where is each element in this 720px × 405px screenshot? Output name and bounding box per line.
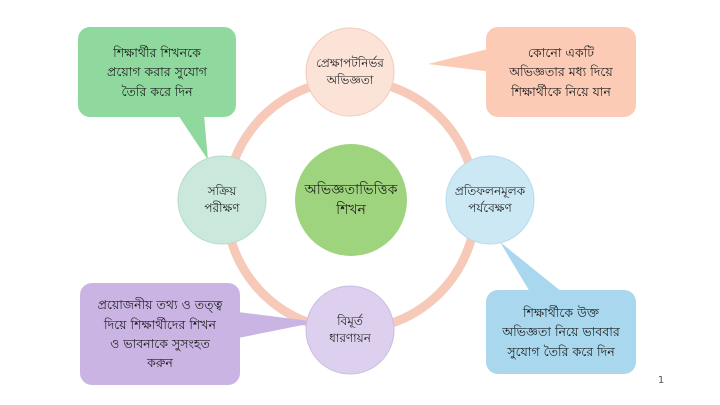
page-mark: 1 [657, 374, 665, 386]
node-bottom-circle [305, 285, 395, 375]
callout-top-right-text: কোনো একটি অভিজ্ঞতার মধ্য দিয়ে শিক্ষার্থ… [509, 44, 613, 99]
node-left-label: সক্রিয় পরীক্ষণ [204, 183, 240, 215]
callout-bottom-left-bubble [80, 283, 318, 385]
node-left-circle [177, 155, 267, 245]
center-circle [295, 144, 407, 256]
callout-top-left-text: শিক্ষার্থীর শিখনকে প্রয়োগ করার সুযোগ তৈ… [107, 44, 207, 99]
callout-top-right-bubble [428, 27, 636, 117]
node-top-circle [305, 27, 395, 117]
center-label: অভিজ্ঞতাভিত্তিক শিখন [304, 181, 398, 218]
callout-bottom-right-text: শিক্ষার্থীকে উক্ত অভিজ্ঞতা নিয়ে ভাববার … [502, 304, 620, 359]
node-right-label: প্রতিফলনমূলক পর্যবেক্ষণ [454, 183, 526, 215]
node-bottom-label: বিমূর্ত ধারণায়ন [329, 313, 371, 345]
callout-top-left-bubble [78, 27, 236, 160]
node-top-label: প্রেক্ষাপটনির্ভর অভিজ্ঞতা [316, 55, 384, 87]
callout-bottom-right-bubble [486, 242, 636, 374]
callout-bottom-left-text: প্রয়োজনীয় তথ্য ও তত্ত্ব দিয়ে শিক্ষার্… [97, 297, 223, 371]
node-right-circle [445, 155, 535, 245]
